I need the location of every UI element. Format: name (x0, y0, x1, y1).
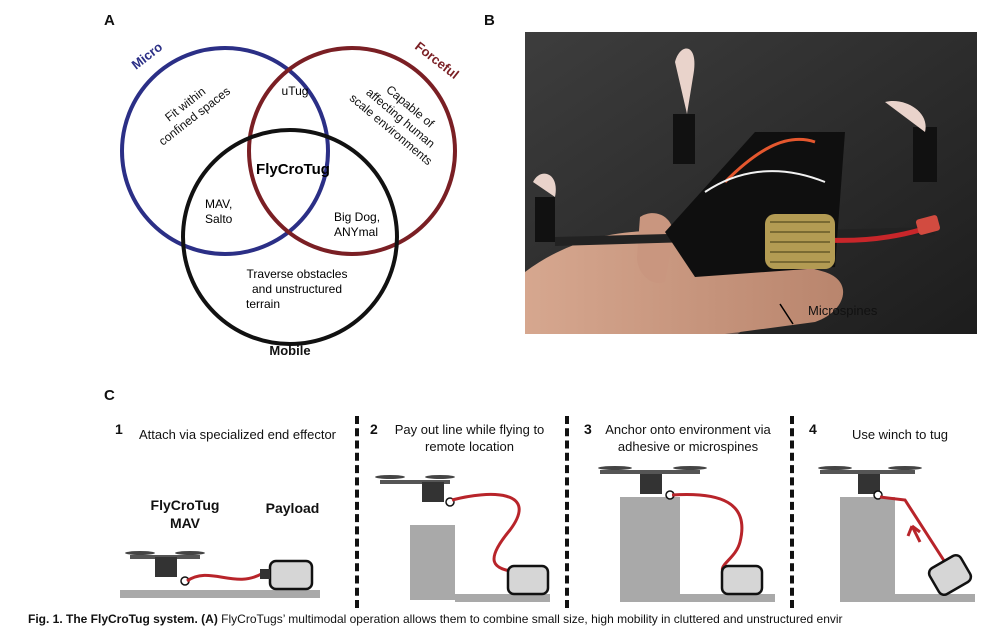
drone (818, 466, 922, 500)
panel-label-a: A (104, 12, 115, 29)
propeller (675, 48, 695, 114)
tether-line (451, 492, 521, 574)
drone (598, 466, 707, 500)
step4-illustration (818, 466, 975, 602)
step1-illustration (120, 551, 320, 598)
step-caption-2: Pay out line while flying to remote loca… (394, 422, 545, 454)
ground (455, 594, 550, 602)
wall-block (840, 497, 895, 602)
step-caption-3: Anchor onto environment via adhesive or … (605, 422, 771, 454)
mobile-desc-line3: terrain (246, 297, 280, 311)
mobile-title: Mobile (269, 343, 310, 358)
step-caption-1: Attach via specialized end effector (138, 427, 337, 442)
panel-label-c: C (104, 387, 115, 404)
step-divider (790, 416, 794, 608)
payload-box (720, 564, 764, 596)
step-number-3: 3 (584, 421, 592, 437)
mobile-circle (181, 128, 399, 346)
tether-line (671, 493, 744, 579)
micro-mobile-line1: MAV, (205, 197, 232, 211)
drone (375, 475, 455, 507)
step-number-2: 2 (370, 421, 378, 437)
drone-photo: Microspines (525, 32, 977, 334)
payload-box (268, 559, 314, 591)
step-divider (565, 416, 569, 608)
step3-illustration (598, 466, 775, 602)
ground (120, 590, 320, 598)
forceful-mobile-line1: Big Dog, (334, 210, 380, 224)
wall-block (620, 497, 680, 602)
step2-illustration (375, 475, 550, 602)
payload-label: Payload (265, 500, 320, 516)
drone (125, 551, 205, 586)
forceful-circle (247, 46, 457, 256)
figure-caption: Fig. 1. The FlyCroTug system. (A) FlyCro… (28, 612, 843, 626)
step-number-1: 1 (115, 421, 123, 437)
micro-title: Micro (129, 39, 166, 72)
micro-mobile-line2: Salto (205, 212, 233, 226)
caption-text: FlyCroTugs’ multimodal operation allows … (217, 612, 843, 626)
venn-diagram: Micro Forceful Mobile Fit within confine… (120, 39, 462, 358)
microspines-label: Microspines (808, 303, 878, 318)
robot-label: FlyCroTug MAV (150, 497, 220, 531)
pull-arrow (906, 524, 922, 543)
payload-box (506, 564, 550, 596)
step-caption-4: Use winch to tug (851, 427, 949, 442)
step-number-4: 4 (809, 421, 817, 437)
forceful-mobile-line2: ANYmal (334, 225, 378, 239)
ground (680, 594, 775, 602)
micro-circle (120, 46, 330, 256)
venn-center-label: FlyCroTug (256, 161, 330, 178)
tether-line (186, 571, 264, 583)
tether-line (879, 495, 952, 571)
caption-panel-ref: (A) (201, 612, 218, 626)
obstacle-block (410, 525, 455, 600)
mobile-desc-line1: Traverse obstacles (247, 267, 348, 281)
mobile-desc-line2: and unstructured (252, 282, 342, 296)
caption-title: Fig. 1. The FlyCroTug system. (28, 612, 198, 626)
micro-forceful-example: uTug (282, 84, 309, 98)
ground (895, 594, 975, 602)
payload-box (927, 553, 973, 597)
panel-label-b: B (484, 12, 495, 29)
step-divider (355, 416, 359, 608)
